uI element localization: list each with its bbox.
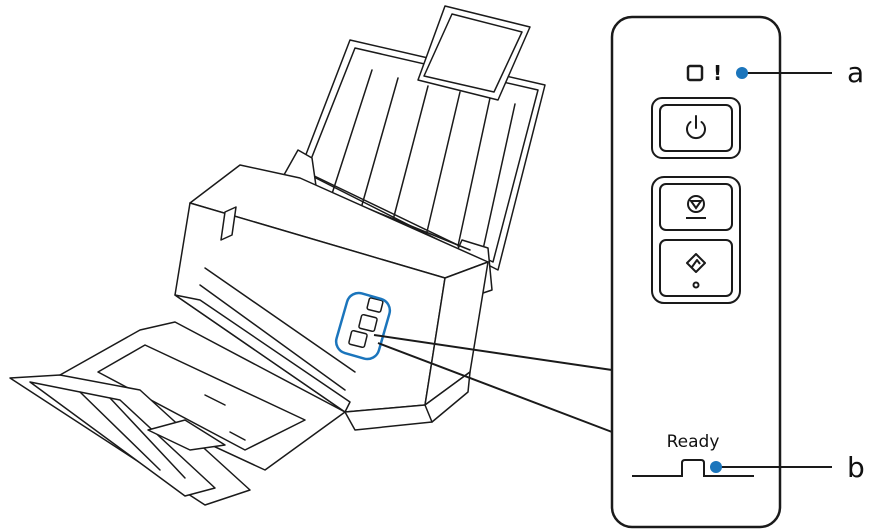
tray-extension [417,5,531,101]
input-tray [299,39,546,271]
zoom-leader-lines [373,334,613,433]
power-button[interactable] [651,97,741,159]
scanner-control-panel [348,297,384,349]
start-button[interactable] [659,239,733,297]
stop-icon [686,195,706,219]
scanner-body [174,164,489,431]
stop-button[interactable] [659,183,733,231]
callout-a-label: a [847,56,864,89]
error-mark: ! [713,61,722,85]
callout-a: a [736,56,864,89]
control-panel-highlight [334,291,392,361]
power-icon [686,115,706,140]
callout-a-dot [736,67,748,79]
start-scan-icon [686,253,706,289]
control-panel-zoom: ! [610,15,782,529]
callout-b: b [710,451,865,484]
callout-b-dot [710,461,722,473]
callout-b-label: b [847,451,865,484]
output-tray [9,321,346,506]
ready-light-icon [632,459,754,477]
ready-label: Ready [667,432,720,452]
error-light-icon [686,64,704,82]
